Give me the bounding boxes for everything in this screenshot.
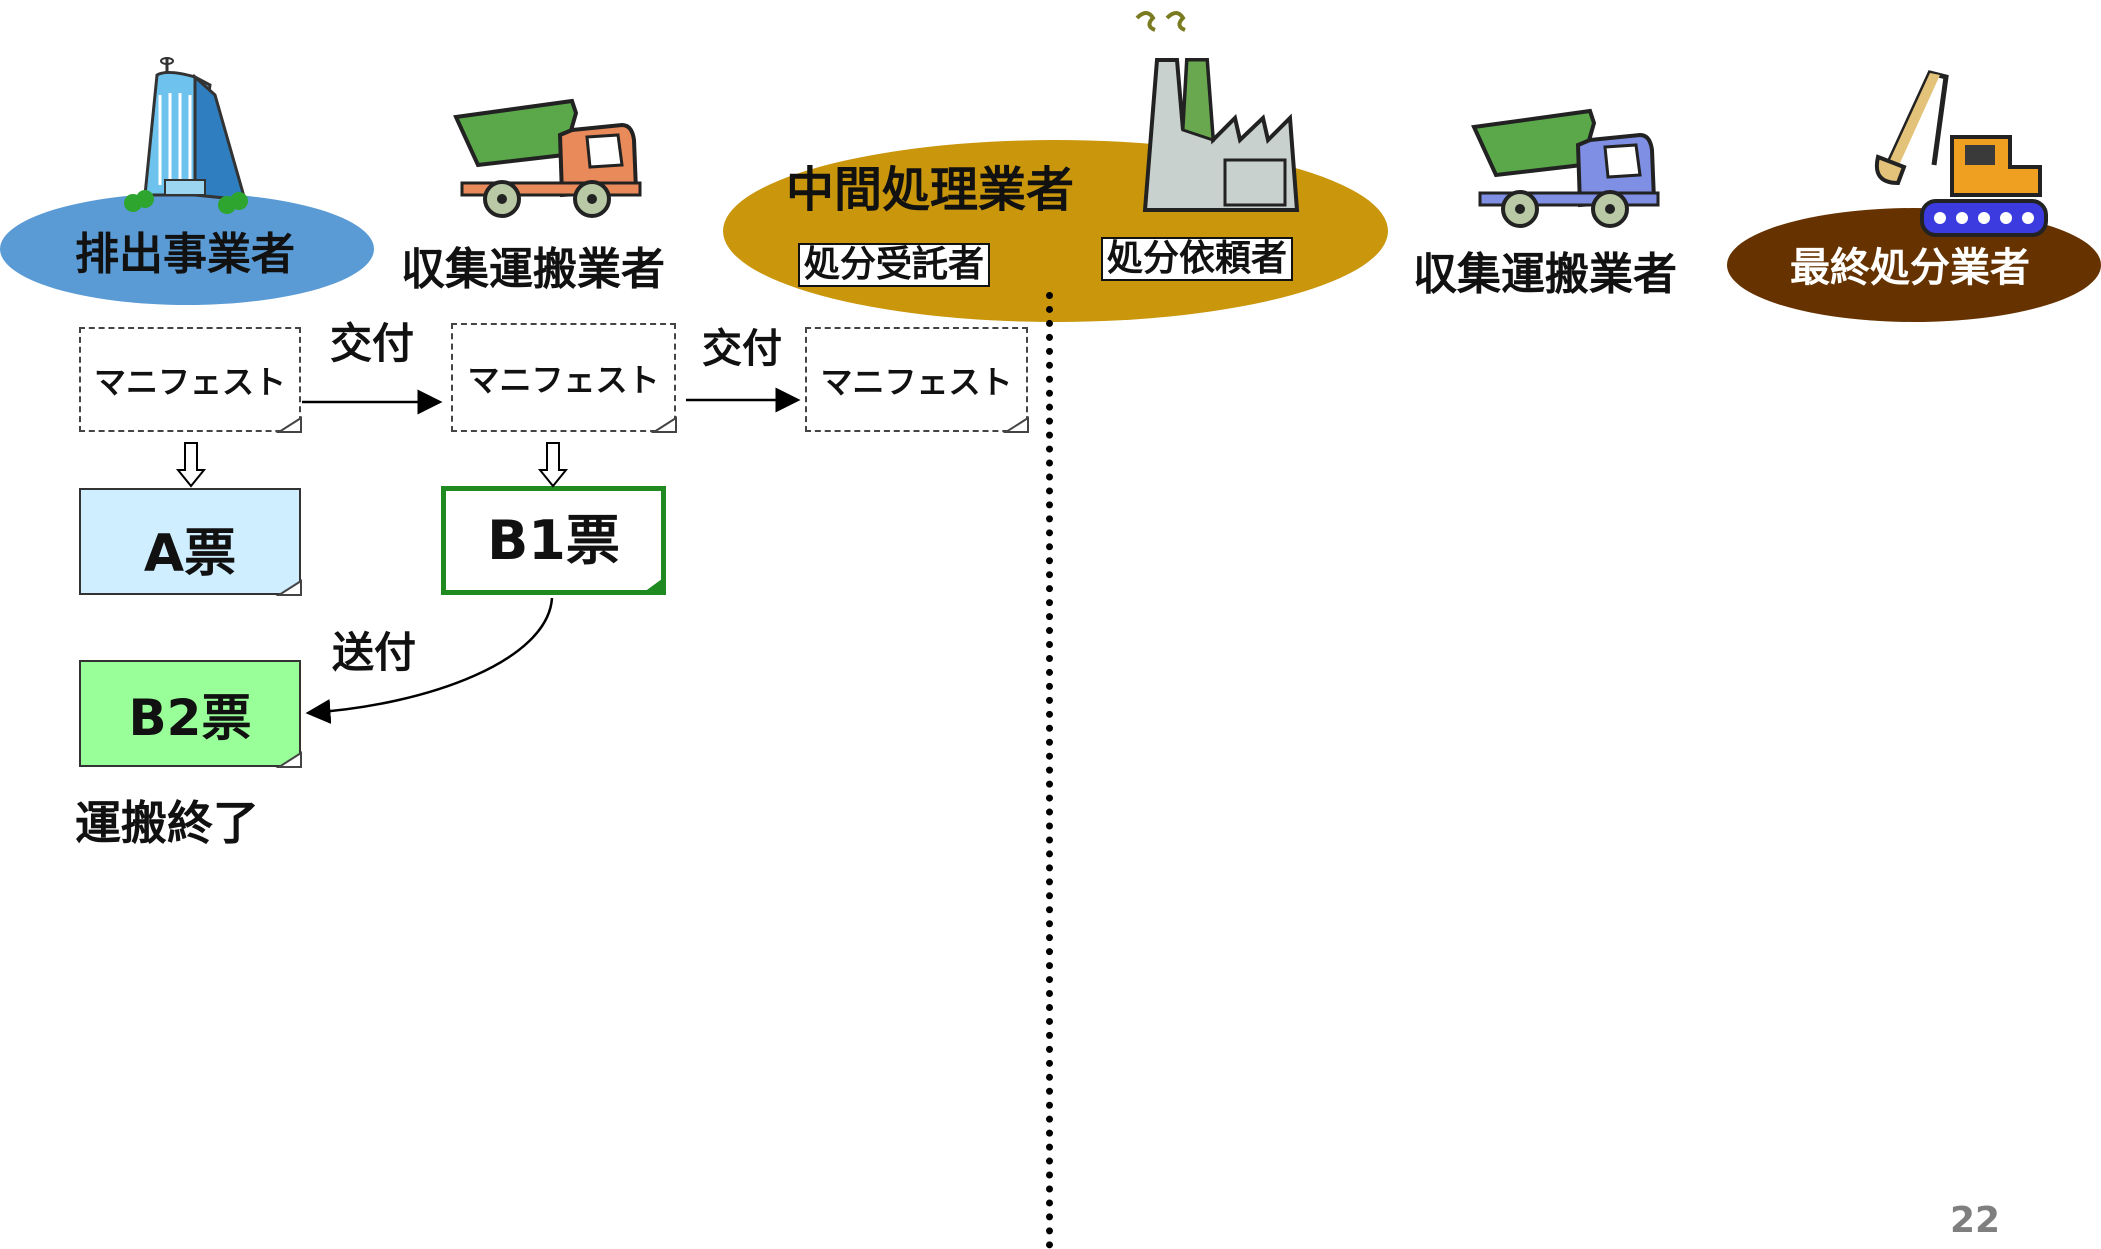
manifest-box: マニフェスト bbox=[451, 323, 676, 432]
down-arrow bbox=[175, 442, 569, 488]
ticket-b2-label: B2票 bbox=[128, 688, 252, 747]
factory-icon bbox=[1125, 0, 1325, 220]
dump-truck-icon bbox=[1470, 105, 1660, 235]
manifest-box: マニフェスト bbox=[805, 327, 1028, 432]
generator-ellipse bbox=[0, 193, 374, 305]
send-arrow bbox=[305, 597, 554, 724]
requester-label: 処分依頼者 bbox=[1101, 237, 1294, 281]
building-icon bbox=[115, 55, 260, 225]
ticket-a: A票 bbox=[79, 488, 301, 595]
deliver-label: 交付 bbox=[702, 326, 782, 372]
excavator-icon bbox=[1870, 65, 2050, 245]
generator-label: 排出事業者 bbox=[75, 229, 295, 280]
dump-truck-icon bbox=[452, 95, 642, 225]
collector1-label: 収集運搬業者 bbox=[401, 244, 665, 295]
manifest-label: マニフェスト bbox=[93, 362, 286, 401]
final-label: 最終処分業者 bbox=[1790, 245, 2030, 291]
ticket-a-label: A票 bbox=[143, 524, 237, 584]
ticket-b1-label: B1票 bbox=[487, 509, 620, 572]
divider-line bbox=[1046, 292, 1053, 1249]
collector2-label: 収集運搬業者 bbox=[1413, 249, 1677, 300]
deliver-label: 交付 bbox=[330, 319, 415, 368]
ticket-b2: B2票 bbox=[79, 660, 301, 767]
intermediate-label: 中間処理業者 bbox=[785, 162, 1074, 218]
manifest-label: マニフェスト bbox=[467, 360, 660, 399]
manifest-box: マニフェスト bbox=[79, 327, 301, 432]
manifest-label: マニフェスト bbox=[820, 362, 1013, 401]
ticket-b1: B1票 bbox=[441, 486, 666, 595]
transport-done-label: 運搬終了 bbox=[75, 796, 259, 850]
consignee-label: 処分受託者 bbox=[798, 243, 991, 287]
send-label: 送付 bbox=[332, 628, 417, 677]
page-number: 22 bbox=[1950, 1200, 2001, 1241]
